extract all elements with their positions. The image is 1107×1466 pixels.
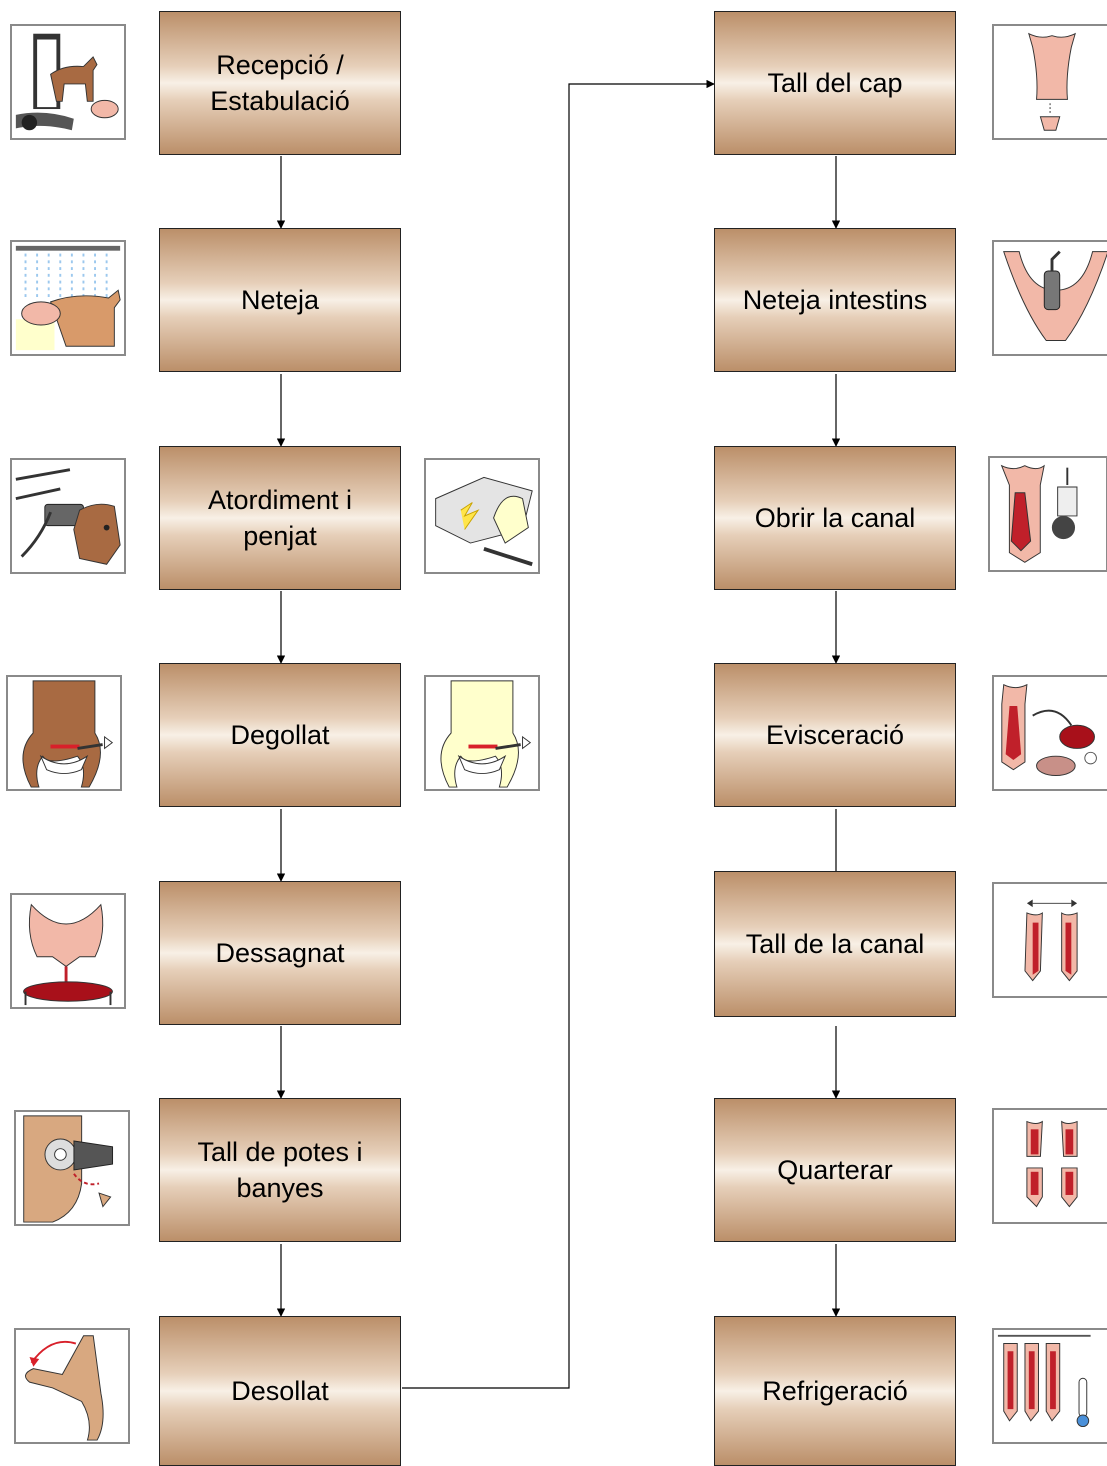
refrigeration-icon bbox=[992, 1328, 1107, 1444]
throat-cut-pale-icon bbox=[424, 675, 540, 791]
step-label: Desollat bbox=[231, 1376, 329, 1406]
step-neteja: Neteja bbox=[159, 228, 401, 372]
step-label: Atordiment i penjat bbox=[207, 485, 353, 551]
intestine-cleaning-icon bbox=[992, 240, 1107, 356]
carcass-split-icon bbox=[992, 882, 1107, 998]
leg-horn-cut-icon bbox=[14, 1110, 130, 1226]
arrow-column-link bbox=[402, 79, 715, 1389]
skinning-icon bbox=[14, 1328, 130, 1444]
step-recepcio: Recepció / Estabulació bbox=[159, 11, 401, 155]
step-label: Obrir la canal bbox=[754, 503, 916, 533]
reception-icon bbox=[10, 24, 126, 140]
step-evisceracio: Evisceració bbox=[714, 663, 956, 807]
step-label: Tall de la canal bbox=[745, 929, 925, 959]
step-label: Refrigeració bbox=[762, 1376, 908, 1406]
step-desollat: Desollat bbox=[159, 1316, 401, 1466]
washing-icon bbox=[10, 240, 126, 356]
evisceration-icon bbox=[992, 675, 1107, 791]
step-label: Evisceració bbox=[765, 720, 905, 750]
head-cut-icon bbox=[992, 24, 1107, 140]
step-label: Neteja intestins bbox=[742, 285, 928, 315]
stunning-icon bbox=[10, 458, 126, 574]
throat-cut-icon bbox=[6, 675, 122, 791]
step-tall-canal: Tall de la canal bbox=[714, 871, 956, 1017]
step-neteja-intestins: Neteja intestins bbox=[714, 228, 956, 372]
step-label: Tall del cap bbox=[767, 68, 903, 98]
step-dessagnat: Dessagnat bbox=[159, 881, 401, 1025]
step-degollat: Degollat bbox=[159, 663, 401, 807]
electric-stunning-icon bbox=[424, 458, 540, 574]
step-label: Degollat bbox=[230, 720, 330, 750]
step-refrigeracio: Refrigeració bbox=[714, 1316, 956, 1466]
bleeding-icon bbox=[10, 893, 126, 1009]
quartering-icon bbox=[992, 1108, 1107, 1224]
step-atordiment: Atordiment i penjat bbox=[159, 446, 401, 590]
step-tall-potes: Tall de potes i banyes bbox=[159, 1098, 401, 1242]
step-label: Quarterar bbox=[777, 1155, 893, 1185]
step-label: Neteja bbox=[240, 285, 320, 315]
step-tall-cap: Tall del cap bbox=[714, 11, 956, 155]
step-obrir-canal: Obrir la canal bbox=[714, 446, 956, 590]
step-label: Tall de potes i banyes bbox=[197, 1137, 363, 1203]
step-label: Recepció / Estabulació bbox=[210, 50, 350, 116]
carcass-opening-icon bbox=[988, 456, 1107, 572]
step-quarterar: Quarterar bbox=[714, 1098, 956, 1242]
step-label: Dessagnat bbox=[215, 938, 345, 968]
